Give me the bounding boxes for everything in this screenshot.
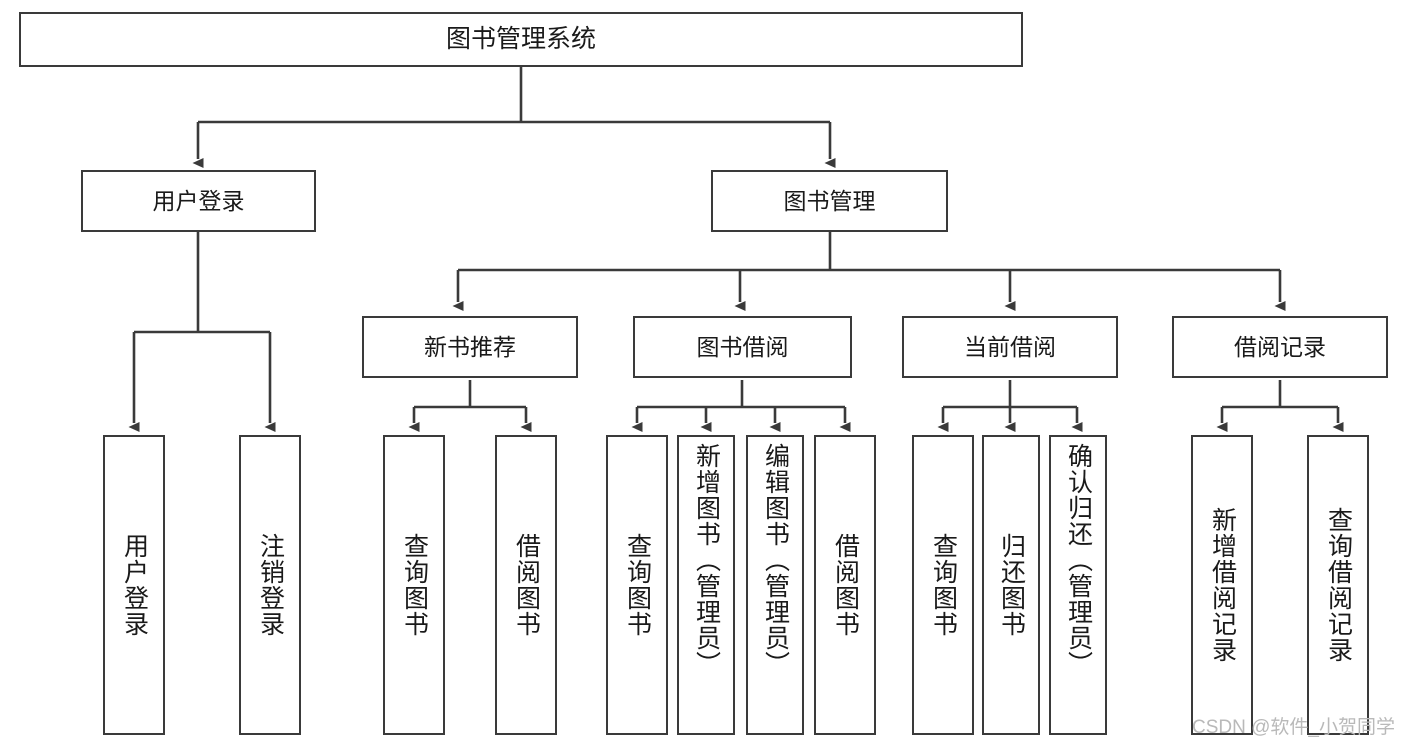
node-label: 编辑图书（管理员） bbox=[761, 443, 790, 677]
node-label: 借阅图书 bbox=[831, 533, 860, 637]
node-book-borrow[interactable]: 图书借阅 bbox=[633, 316, 852, 378]
leaf-query-book-borrow[interactable]: 查询图书 bbox=[606, 435, 668, 735]
leaf-return-book[interactable]: 归还图书 bbox=[982, 435, 1040, 735]
leaf-query-book-recommend[interactable]: 查询图书 bbox=[383, 435, 445, 735]
leaf-borrow-book-recommend[interactable]: 借阅图书 bbox=[495, 435, 557, 735]
leaf-add-book-admin[interactable]: 新增图书（管理员） bbox=[677, 435, 735, 735]
node-label: 查询图书 bbox=[929, 533, 958, 637]
node-label: 图书管理系统 bbox=[445, 25, 596, 53]
node-label: 查询借阅记录 bbox=[1324, 507, 1353, 663]
node-label: 图书借阅 bbox=[696, 333, 789, 360]
leaf-user-login[interactable]: 用户登录 bbox=[103, 435, 165, 735]
node-label: 图书管理 bbox=[783, 187, 876, 214]
node-book-management[interactable]: 图书管理 bbox=[711, 170, 948, 232]
node-label: 当前借阅 bbox=[964, 333, 1056, 360]
node-label: 新书推荐 bbox=[424, 333, 516, 360]
leaf-query-book-current[interactable]: 查询图书 bbox=[912, 435, 974, 735]
node-label: 借阅图书 bbox=[512, 533, 541, 637]
node-label: 借阅记录 bbox=[1234, 333, 1326, 360]
node-root-book-management-system[interactable]: 图书管理系统 bbox=[19, 12, 1023, 67]
leaf-edit-book-admin[interactable]: 编辑图书（管理员） bbox=[746, 435, 804, 735]
leaf-borrow-book[interactable]: 借阅图书 bbox=[814, 435, 876, 735]
node-label: 新增图书（管理员） bbox=[692, 443, 721, 677]
leaf-confirm-return-admin[interactable]: 确认归还（管理员） bbox=[1049, 435, 1107, 735]
node-label: 查询图书 bbox=[623, 533, 652, 637]
node-label: 确认归还（管理员） bbox=[1064, 443, 1093, 677]
node-new-book-recommend[interactable]: 新书推荐 bbox=[362, 316, 578, 378]
leaf-add-borrow-record[interactable]: 新增借阅记录 bbox=[1191, 435, 1253, 735]
node-label: 归还图书 bbox=[997, 533, 1026, 637]
node-label: 新增借阅记录 bbox=[1208, 507, 1237, 663]
node-label: 用户登录 bbox=[120, 533, 149, 637]
leaf-query-borrow-record[interactable]: 查询借阅记录 bbox=[1307, 435, 1369, 735]
watermark-text: CSDN @软件_小贺同学 bbox=[1192, 717, 1395, 738]
node-user-login[interactable]: 用户登录 bbox=[81, 170, 316, 232]
node-current-borrow[interactable]: 当前借阅 bbox=[902, 316, 1118, 378]
node-label: 用户登录 bbox=[152, 187, 245, 214]
node-label: 查询图书 bbox=[400, 533, 429, 637]
node-borrow-record[interactable]: 借阅记录 bbox=[1172, 316, 1388, 378]
leaf-logout-login[interactable]: 注销登录 bbox=[239, 435, 301, 735]
node-label: 注销登录 bbox=[256, 533, 285, 637]
